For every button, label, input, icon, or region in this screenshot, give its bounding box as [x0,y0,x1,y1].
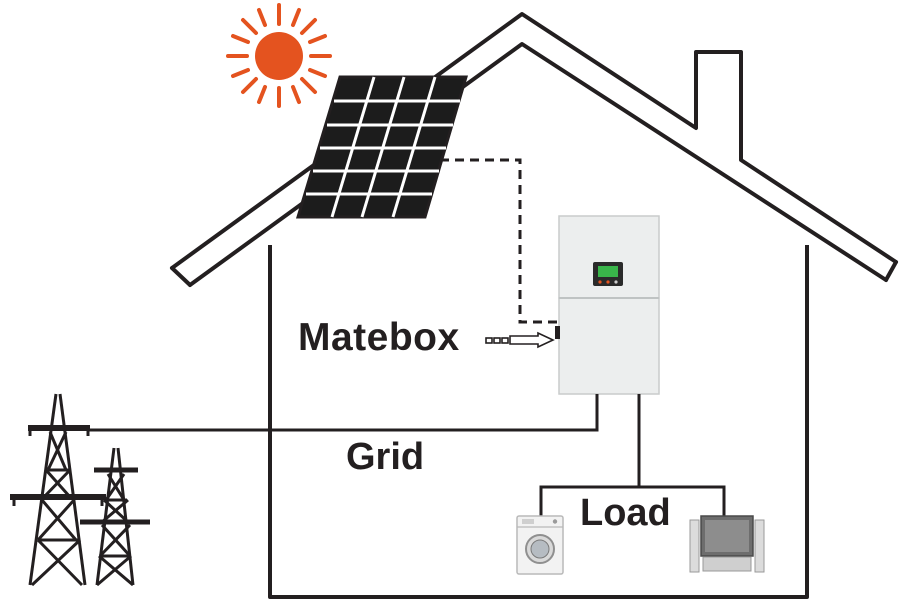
power-pylon-icon [10,393,106,587]
load-label: Load [580,492,671,534]
grid-label: Grid [346,436,425,478]
grid-cable [88,394,599,432]
television-icon [689,515,765,573]
washing-machine-icon [516,515,564,575]
sun-icon [226,3,332,108]
inverter-icon [555,215,660,395]
dc-cable [440,158,560,324]
solar-panel-icon [295,75,469,219]
load-cable [539,394,726,518]
power-pylon-small-icon [80,447,150,587]
matebox-arrow-icon [485,331,555,349]
matebox-label: Matebox [298,316,460,359]
house-walls [268,245,809,599]
